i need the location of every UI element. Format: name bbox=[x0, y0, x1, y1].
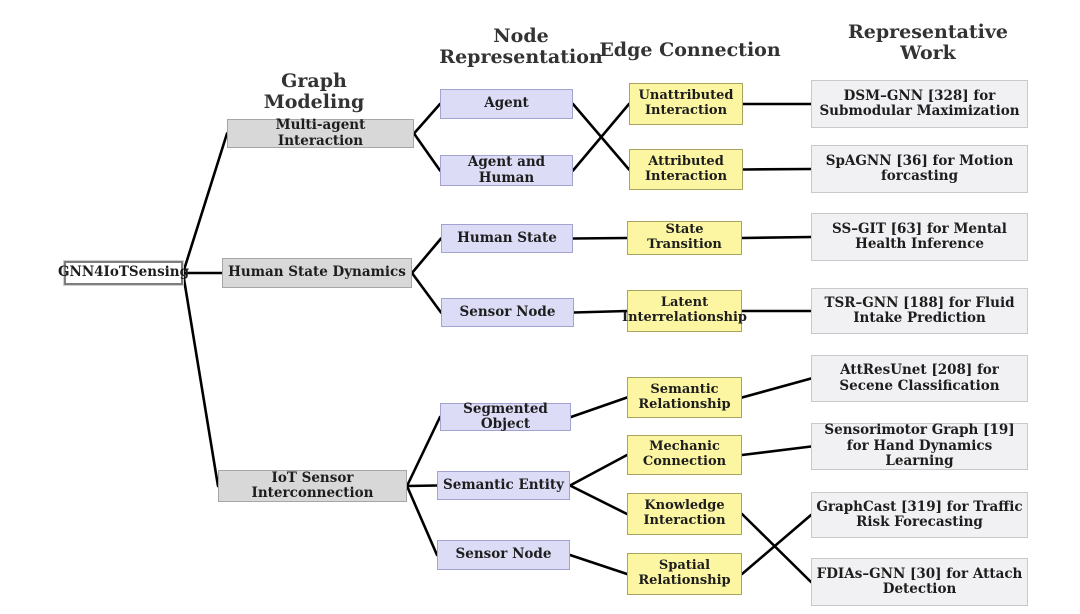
node-agent: Agent bbox=[440, 89, 573, 119]
node-knowledge-interaction: Knowledge Interaction bbox=[627, 493, 742, 535]
node-spatial-relationship: Spatial Relationship bbox=[627, 553, 742, 595]
column-header-edge-connection: Edge Connection bbox=[599, 39, 781, 61]
node-semantic-relationship: Semantic Relationship bbox=[627, 377, 742, 418]
node-sensor-node-middle: Sensor Node bbox=[441, 298, 574, 327]
node-multi-agent-interaction: Multi-agent Interaction bbox=[227, 117, 414, 148]
node-work-tsr-gnn: TSR–GNN [188] for Fluid Intake Predictio… bbox=[811, 288, 1028, 334]
node-work-ss-git: SS–GIT [63] for Mental Health Inference bbox=[811, 213, 1028, 261]
node-unattributed-interaction: Unattributed Interaction bbox=[629, 83, 743, 125]
node-work-fdias-gnn: FDIAs–GNN [30] for Attach Detection bbox=[811, 558, 1028, 606]
node-work-dsm-gnn: DSM–GNN [328] for Submodular Maximizatio… bbox=[811, 80, 1028, 128]
node-human-state: Human State bbox=[441, 224, 573, 253]
node-semantic-entity: Semantic Entity bbox=[437, 471, 570, 500]
column-header-node-representation: Node Representation bbox=[439, 25, 603, 69]
node-agent-and-human: Agent and Human bbox=[440, 154, 573, 186]
node-state-transition: State Transition bbox=[627, 221, 742, 255]
node-work-graphcast: GraphCast [319] for Traffic Risk Forecas… bbox=[811, 492, 1028, 538]
node-work-attresunet: AttResUnet [208] for Secene Classificati… bbox=[811, 355, 1028, 402]
column-header-representative-work: Representative Work bbox=[847, 21, 1009, 65]
node-latent-interrelationship: Latent Interrelationship bbox=[622, 290, 747, 332]
node-iot-sensor-interconnection: IoT Sensor Interconnection bbox=[218, 470, 407, 502]
node-root-gnn4iotsensing: GNN4IoTSensing bbox=[58, 261, 189, 285]
node-work-sensorimotor-graph: Sensorimotor Graph [19] for Hand Dynamic… bbox=[811, 423, 1028, 470]
node-attributed-interaction: Attributed Interaction bbox=[629, 149, 743, 190]
node-sensor-node-bottom: Sensor Node bbox=[437, 540, 570, 570]
node-segmented-object: Segmented Object bbox=[440, 401, 571, 432]
node-human-state-dynamics: Human State Dynamics bbox=[222, 258, 412, 288]
node-mechanic-connection: Mechanic Connection bbox=[627, 435, 742, 475]
node-work-spagnn: SpAGNN [36] for Motion forcasting bbox=[811, 145, 1028, 193]
column-header-graph-modeling: Graph Modeling bbox=[263, 70, 365, 114]
